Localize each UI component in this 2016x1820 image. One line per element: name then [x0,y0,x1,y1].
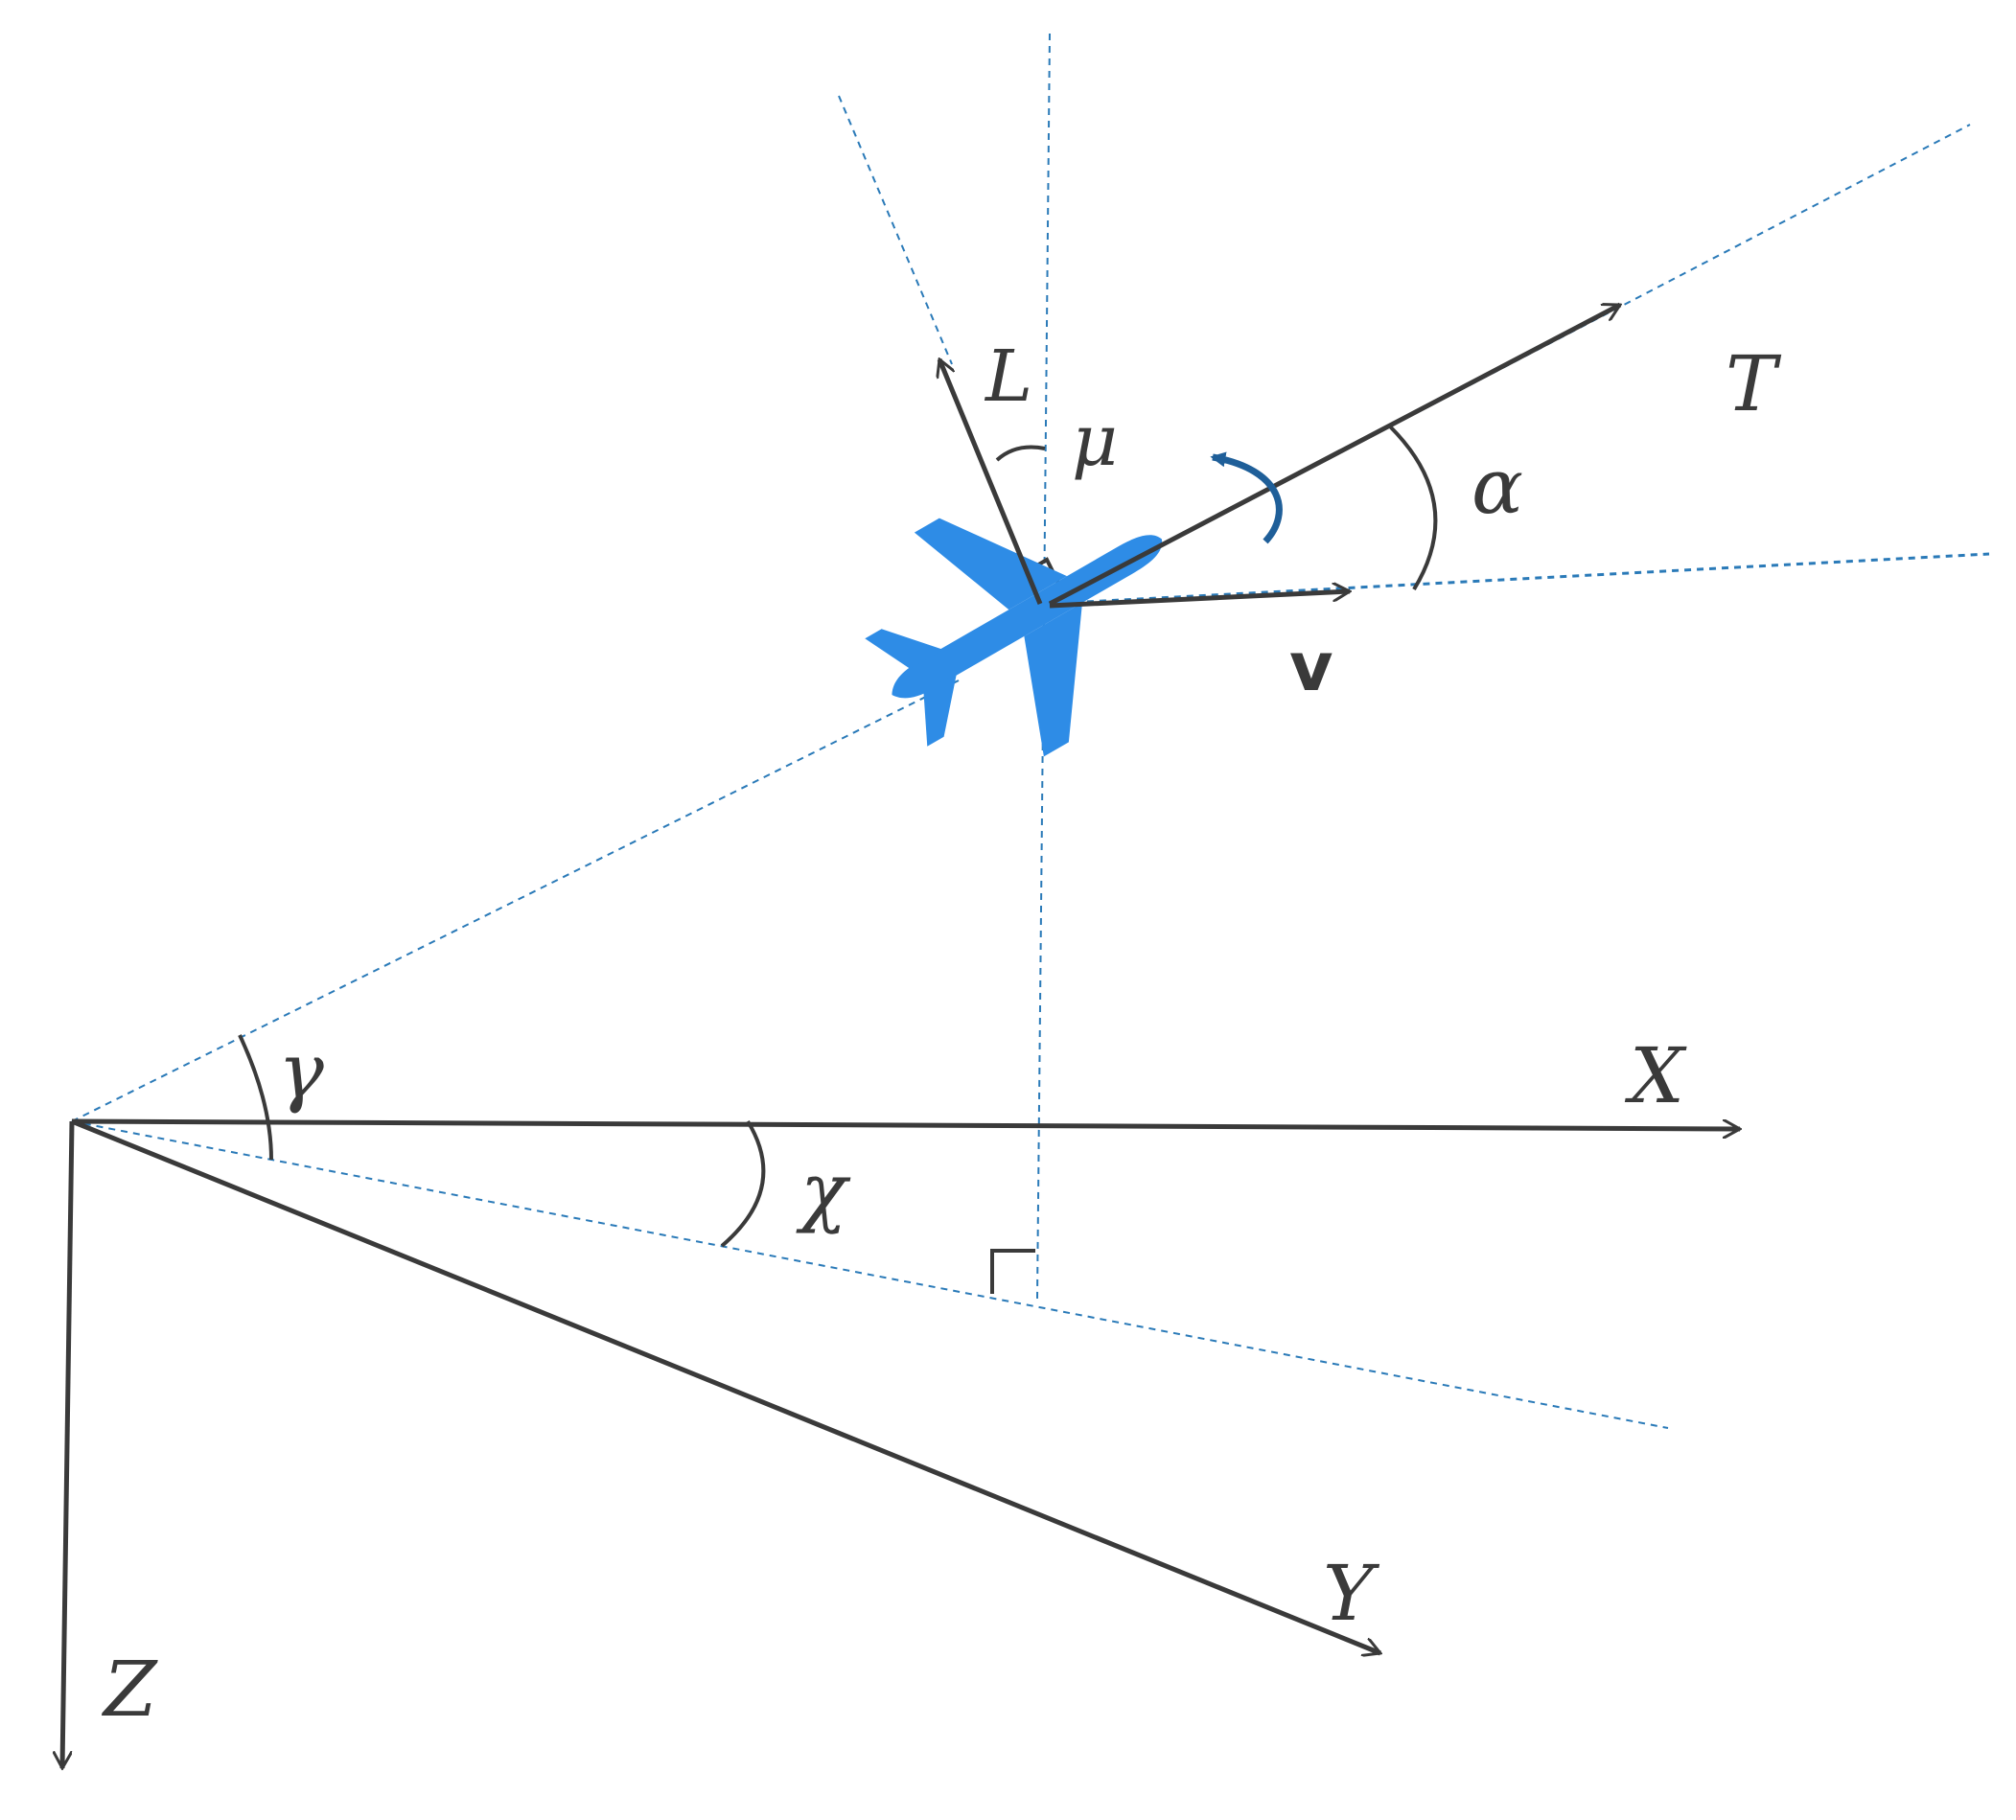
label-T: T [1726,339,1782,428]
label-Y: Y [1323,1549,1380,1638]
x-axis [71,1118,1740,1129]
flight-path-guide-line [71,680,960,1122]
angle-arcs [238,425,1438,1248]
label-alpha: α [1471,442,1523,531]
curved-arrow-icon [1210,451,1283,544]
label-v: v [1289,628,1333,706]
y-axis [71,1118,1380,1653]
label-L: L [984,335,1032,418]
airplane-icon [865,518,1163,757]
guide-lines [71,33,1990,1429]
label-gamma: γ [278,1026,324,1116]
velocity-vector [1049,591,1350,609]
lift-vector [939,359,1043,605]
vectors [939,302,1620,609]
label-X: X [1624,1031,1687,1120]
right-angle-mark-ground [990,1249,1035,1294]
labels: L μ T α v γ X χ Y Z [101,335,1782,1734]
chi-arc [720,1119,766,1248]
label-chi: χ [796,1146,851,1235]
z-axis [62,1120,75,1768]
velocity-guide-line [1049,552,1990,606]
label-Z: Z [101,1645,158,1734]
gamma-arc [238,1034,273,1161]
lift-axis-guide-line [838,95,953,365]
thrust-guide-line [1049,124,1971,605]
thrust-vector [1048,302,1620,607]
label-mu: μ [1072,400,1118,482]
alpha-arc [1388,425,1438,591]
axes [62,1118,1740,1768]
heading-projection-guide-line [71,1120,1669,1429]
mu-arc [995,445,1046,462]
